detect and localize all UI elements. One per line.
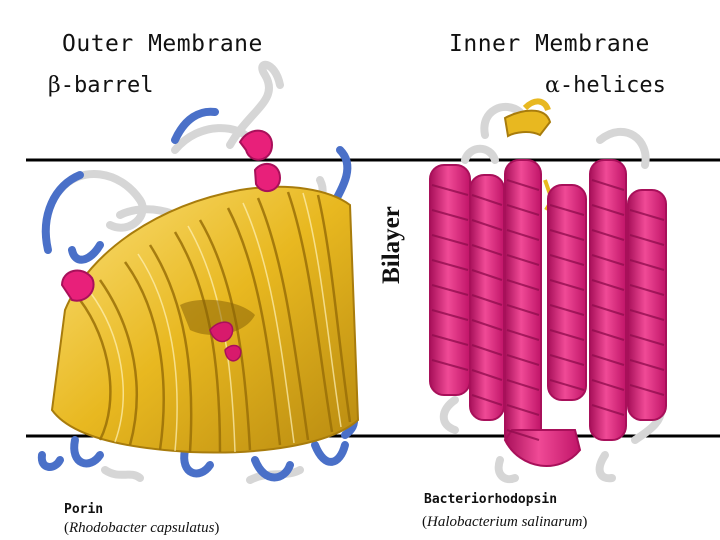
alpha-symbol: α <box>545 73 560 98</box>
porin-organism: (Rhodobacter capsulatus) <box>64 520 219 537</box>
bacteriorhodopsin-name: Bacteriorhodopsin <box>424 492 558 507</box>
bacteriorhodopsin-structure <box>429 98 667 483</box>
porin-organism-name: Rhodobacter capsulatus <box>69 520 215 536</box>
bacteriorhodopsin-organism-name: Halobacterium salinarum <box>427 514 583 530</box>
bacteriorhodopsin-organism: (Halobacterium salinarum) <box>422 514 587 531</box>
outer-membrane-heading: Outer Membrane <box>62 31 263 57</box>
beta-barrel-label: β-barrel <box>48 73 153 98</box>
bilayer-label: Bilayer <box>378 206 405 284</box>
porin-organism-paren-close: ) <box>214 520 220 536</box>
inner-membrane-heading: Inner Membrane <box>449 31 650 57</box>
br-organism-paren-open: ( <box>422 514 427 530</box>
beta-symbol: β <box>48 73 61 98</box>
alpha-helices-label: α-helices <box>545 73 666 98</box>
porin-structure <box>37 60 360 484</box>
br-organism-paren-close: ) <box>582 514 588 530</box>
porin-name: Porin <box>64 502 104 517</box>
beta-barrel-text: -barrel <box>60 73 154 98</box>
alpha-helices-text: -helices <box>559 73 666 98</box>
porin-organism-paren-open: ( <box>64 520 69 536</box>
